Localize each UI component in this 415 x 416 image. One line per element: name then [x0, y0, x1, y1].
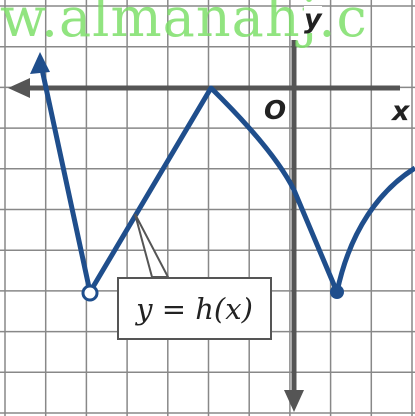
- y-axis-down-arrow: [284, 390, 304, 412]
- x-axis-left-arrow: [8, 78, 30, 98]
- callout-pointer: [134, 213, 170, 278]
- function-label: y = h(x): [117, 277, 272, 340]
- y-axis-label: y: [304, 4, 322, 35]
- curve-arrowhead: [30, 52, 50, 74]
- axes: [8, 40, 400, 412]
- closed-endpoint: [330, 285, 344, 299]
- x-axis-label: x: [392, 96, 410, 127]
- open-endpoint: [81, 284, 99, 302]
- curve-h: [37, 59, 415, 295]
- origin-label: O: [263, 96, 288, 126]
